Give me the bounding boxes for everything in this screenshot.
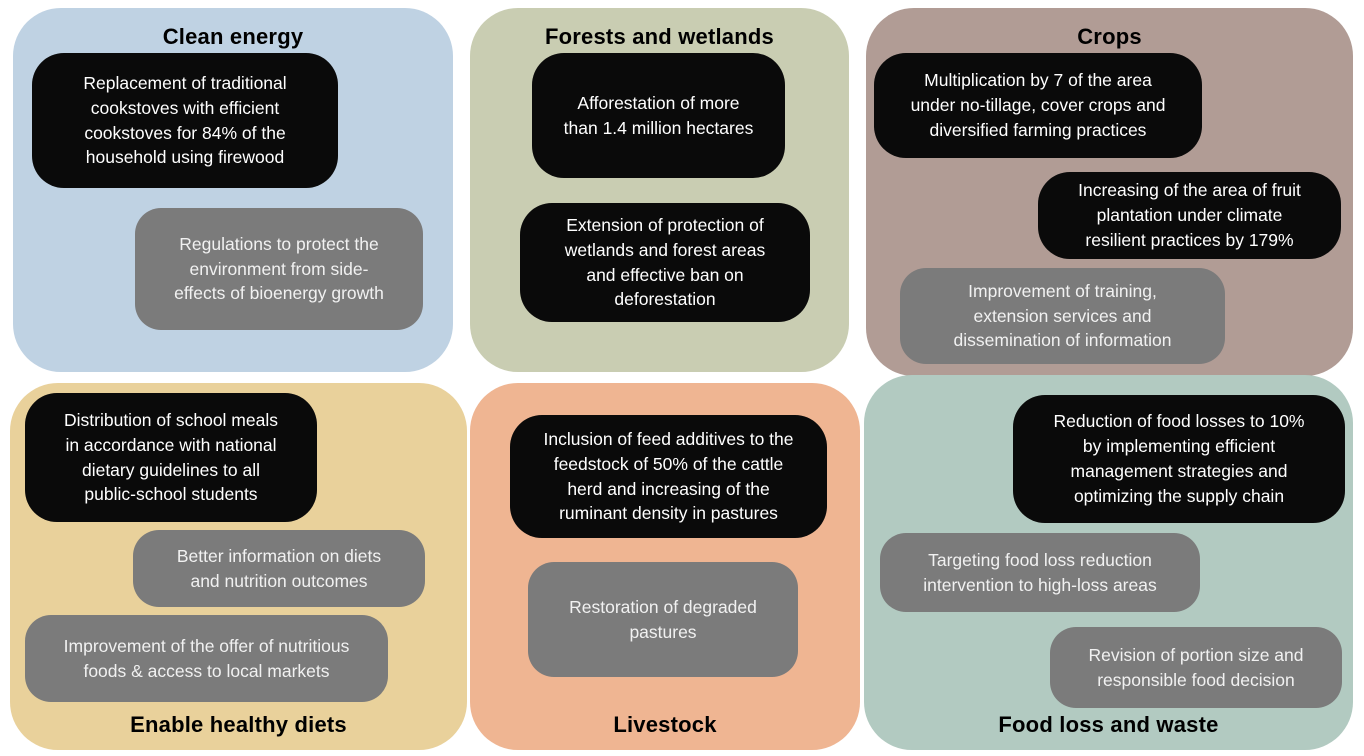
primary-measure-box: Multiplication by 7 of the area under no…: [874, 53, 1202, 158]
supporting-measure-box: Restoration of degraded pastures: [528, 562, 798, 677]
supporting-measure-box: Revision of portion size and responsible…: [1050, 627, 1342, 708]
panel-enable-healthy-diets: Distribution of school meals in accordan…: [10, 383, 467, 750]
measure-text: Replacement of traditional cookstoves wi…: [83, 72, 287, 168]
measure-text: Reduction of food losses to 10% by imple…: [1053, 411, 1305, 506]
measure-text: Inclusion of feed additives to the feeds…: [543, 428, 794, 524]
panel-livestock: Inclusion of feed additives to the feeds…: [470, 383, 860, 750]
measure-text: Multiplication by 7 of the area under no…: [910, 70, 1166, 140]
primary-measure-box: Replacement of traditional cookstoves wi…: [32, 53, 338, 188]
panel-crops: Crops Multiplication by 7 of the area un…: [866, 8, 1353, 376]
enable-healthy-diets-title: Enable healthy diets: [130, 712, 347, 737]
primary-measure-box: Reduction of food losses to 10% by imple…: [1013, 395, 1345, 523]
measure-text: Regulations to protect the environment f…: [174, 233, 384, 304]
livestock-title: Livestock: [613, 712, 717, 737]
measure-text: Extension of protection of wetlands and …: [564, 214, 766, 310]
supporting-measure-box: Better information on diets and nutritio…: [133, 530, 425, 607]
primary-measure-box: Increasing of the area of fruit plantati…: [1038, 172, 1341, 259]
measure-text: Afforestation of more than 1.4 million h…: [563, 92, 754, 138]
measure-text: Targeting food loss reduction interventi…: [923, 549, 1157, 595]
food-loss-and-waste-title: Food loss and waste: [998, 712, 1219, 737]
measure-text: Restoration of degraded pastures: [569, 596, 757, 642]
supporting-measure-box: Improvement of training, extension servi…: [900, 268, 1225, 364]
supporting-measure-box: Regulations to protect the environment f…: [135, 208, 423, 330]
panel-food-loss-and-waste: Reduction of food losses to 10% by imple…: [864, 375, 1353, 750]
measure-text: Revision of portion size and responsible…: [1088, 644, 1304, 690]
measure-text: Distribution of school meals in accordan…: [64, 409, 278, 505]
panel-clean-energy: Clean energy Replacement of traditional …: [13, 8, 453, 372]
measure-text: Increasing of the area of fruit plantati…: [1078, 180, 1301, 250]
forests-and-wetlands-title: Forests and wetlands: [545, 24, 774, 49]
primary-measure-box: Extension of protection of wetlands and …: [520, 203, 810, 322]
supporting-measure-box: Improvement of the offer of nutritious f…: [25, 615, 388, 702]
clean-energy-title: Clean energy: [162, 24, 304, 49]
primary-measure-box: Inclusion of feed additives to the feeds…: [510, 415, 827, 538]
panel-forests-and-wetlands: Forests and wetlands Afforestation of mo…: [470, 8, 849, 372]
crops-title: Crops: [1077, 24, 1142, 49]
primary-measure-box: Afforestation of more than 1.4 million h…: [532, 53, 785, 178]
measure-text: Improvement of the offer of nutritious f…: [63, 635, 350, 681]
supporting-measure-box: Targeting food loss reduction interventi…: [880, 533, 1200, 612]
measure-text: Better information on diets and nutritio…: [176, 545, 382, 591]
measure-text: Improvement of training, extension servi…: [953, 280, 1172, 351]
primary-measure-box: Distribution of school meals in accordan…: [25, 393, 317, 522]
